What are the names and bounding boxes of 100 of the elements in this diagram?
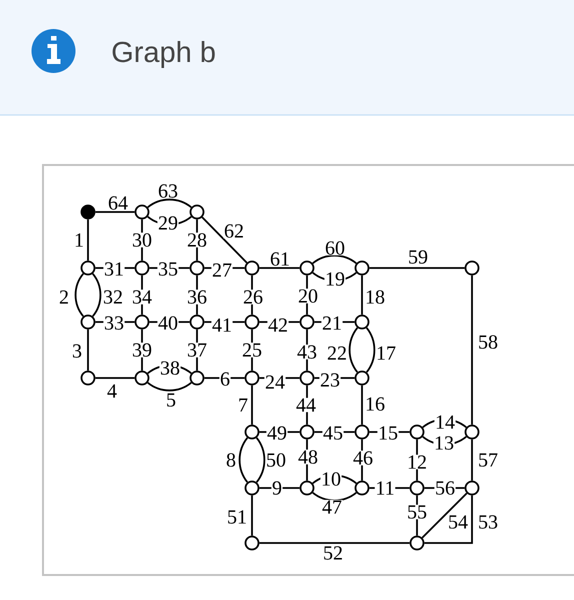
curved-edge [312,254,357,264]
edge-line [196,275,198,315]
edge-line [471,275,473,425]
edge-label: 27 [211,262,233,278]
curved-edge [312,492,357,502]
edge-label: 40 [157,316,179,330]
edge-label: 6 [219,372,231,386]
vertex-circle [300,260,314,276]
edge-label: 64 [107,196,129,210]
filled-vertex-dot [80,204,96,220]
edge-label: 51 [226,510,248,524]
vertex-circle [464,480,480,496]
curved-edge [422,436,467,446]
edge-label: 60 [324,240,346,256]
vertex-circle [190,204,204,220]
vertex-circle [300,424,314,440]
edge-label: 10 [320,472,342,486]
vertex-circle [190,314,204,330]
curved-edge [74,273,84,317]
edge-label: 41 [211,318,233,332]
edge-line [369,487,410,489]
vertex-circle [190,260,204,276]
edge-line [314,321,355,323]
vertex-circle [80,314,96,330]
edge-label: 54 [447,514,469,530]
edge-label: 33 [103,316,125,330]
edge-label: 46 [352,450,374,466]
curved-edge [147,382,192,392]
edge-label: 29 [157,216,179,230]
edge-line [306,329,308,371]
edge-line [251,275,253,315]
vertex-circle [134,370,150,386]
edge-label: 25 [241,342,263,358]
edge-label: 13 [433,436,455,450]
curved-edge [256,437,266,483]
edge-label: 20 [297,288,319,304]
edge-line [361,275,363,315]
edge-label: 5 [165,392,177,408]
edge-label: 61 [269,252,291,266]
edge-label: 53 [477,514,499,530]
vertex-circle [410,536,424,550]
edge-label: 36 [186,290,208,304]
edge-label: 59 [407,250,429,264]
vertex-circle [134,314,150,330]
edge-line [314,377,355,379]
edge-label: 19 [324,272,346,286]
edge-label: 31 [103,262,125,276]
edge-label: 17 [375,346,397,360]
edge-label: 35 [157,262,179,276]
vertex-circle [354,314,370,330]
edge-label: 34 [131,290,153,304]
vertex-circle [134,204,150,220]
vertex-circle [410,424,424,440]
edge-line [196,329,198,371]
edge-label: 37 [186,342,208,358]
edge-label: 8 [225,452,237,468]
vertex-circle [464,424,480,440]
edge-line [141,219,143,261]
vertex-circle [464,260,480,276]
vertex-circle [244,260,260,276]
edge-label: 24 [264,374,286,390]
vertex-circle [300,314,314,330]
edge-line [196,219,198,261]
edge-label: 21 [321,316,343,330]
vertex-circle [354,370,370,386]
edge-label: 45 [322,426,344,440]
vertex-circle [244,480,260,496]
edge-line [87,219,89,261]
edge-line [306,385,308,425]
title: Graph b [112,41,215,68]
edge-line [361,385,363,425]
edge-line [202,216,248,264]
edge-line [141,275,143,315]
vertex-circle [80,370,96,386]
vertex-circle [300,480,314,496]
vertex-circle [244,536,260,550]
curved-edge [147,216,192,226]
edge-line [251,329,253,371]
edge-label: 23 [319,372,341,388]
edge-line [424,495,473,544]
edge-label: 9 [271,480,283,496]
edge-line [251,495,253,536]
edge-line [361,439,363,481]
edge-label: 26 [242,290,264,304]
edge-label: 16 [364,396,386,412]
edge-label: 62 [223,224,245,238]
edge-label: 4 [106,384,118,398]
edge-line [369,267,465,269]
edge-label: 57 [477,452,499,468]
curved-edge [312,474,357,484]
vertex-circle [244,314,260,330]
edge-label: 52 [322,546,344,560]
curved-edge [92,273,102,317]
edge-label: 7 [237,398,249,412]
edge-label: 14 [434,414,456,430]
edge-line [141,329,143,371]
edge-line [422,492,468,538]
curved-edge [348,327,358,373]
edge-label: 12 [406,454,428,470]
edge-line [416,495,418,536]
